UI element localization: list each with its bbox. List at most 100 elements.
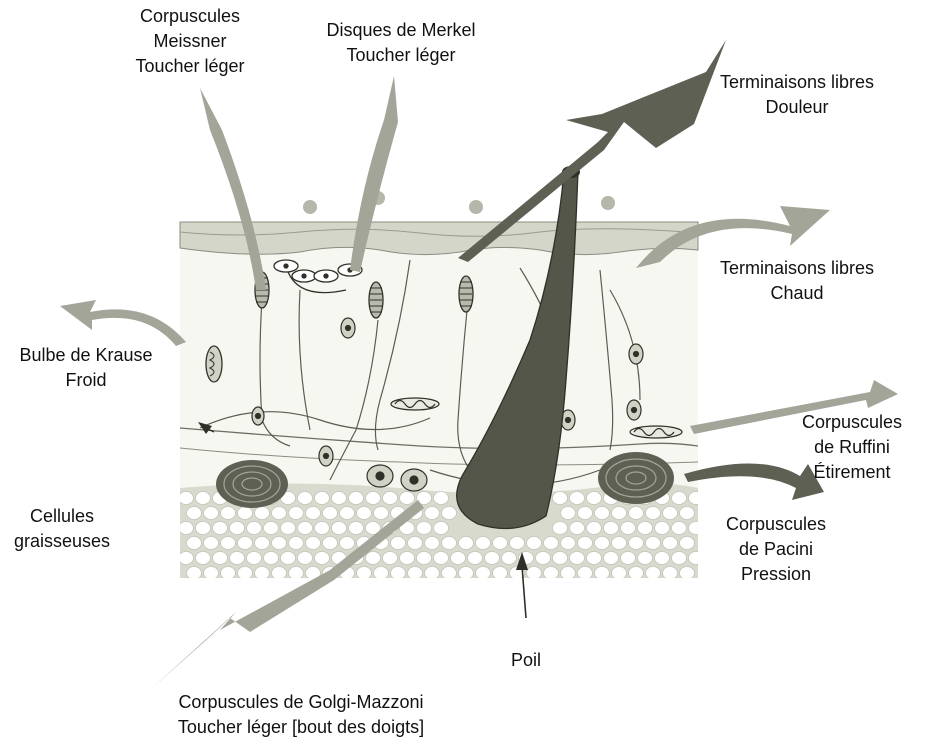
fat-cell [595, 507, 610, 520]
fat-cell [255, 567, 270, 580]
fat-cell [459, 567, 474, 580]
fat-cell [221, 507, 236, 520]
fat-cell [595, 567, 610, 580]
fat-cell [595, 537, 610, 550]
fat-cell [604, 522, 619, 535]
fat-cell [417, 552, 432, 565]
fat-cell [570, 552, 585, 565]
fat-cell [638, 552, 653, 565]
fat-cell [561, 507, 576, 520]
fat-cell [230, 522, 245, 535]
fat-cell [400, 552, 415, 565]
fat-cell [655, 522, 670, 535]
fat-cell [629, 537, 644, 550]
fat-cell [629, 507, 644, 520]
fat-cell [315, 522, 330, 535]
fat-cell [680, 507, 695, 520]
fat-cell [663, 537, 678, 550]
fat-cell [196, 552, 211, 565]
fat-cell [357, 567, 372, 580]
fat-cell [204, 507, 219, 520]
fat-cell [374, 507, 389, 520]
fat-cell [425, 507, 440, 520]
fat-cell [383, 552, 398, 565]
fat-cell [281, 552, 296, 565]
fat-cell [315, 552, 330, 565]
label-ruffini: Corpuscules de Ruffini Étirement [782, 410, 922, 485]
fat-cell [476, 537, 491, 550]
fat-cell [672, 492, 687, 505]
fat-cell [646, 567, 661, 580]
fat-cell [391, 537, 406, 550]
fat-cell [349, 522, 364, 535]
fat-cell [434, 492, 449, 505]
fat-cell [553, 492, 568, 505]
label-golgi: Corpuscules de Golgi-Mazzoni Toucher lég… [148, 690, 454, 740]
fat-cell [408, 537, 423, 550]
fat-cell [621, 522, 636, 535]
fat-cell [340, 507, 355, 520]
fat-cell [281, 522, 296, 535]
fat-cell [459, 537, 474, 550]
fat-cell [332, 492, 347, 505]
fat-cell [289, 537, 304, 550]
fat-cell [255, 507, 270, 520]
fat-cell [408, 567, 423, 580]
fat-cell [502, 552, 517, 565]
fat-cell [468, 552, 483, 565]
fat-cell [663, 507, 678, 520]
fat-cell [587, 522, 602, 535]
fat-cell [238, 567, 253, 580]
fat-cell [383, 492, 398, 505]
label-fat-cells: Cellules graisseuses [0, 504, 124, 554]
fat-cell [247, 522, 262, 535]
meissner-corpuscle [369, 282, 383, 318]
fat-cell [553, 522, 568, 535]
label-meissner: Corpuscules Meissner Toucher léger [128, 4, 252, 79]
fat-cell [638, 522, 653, 535]
ruffini-corpuscle [391, 398, 439, 410]
arrow-krause [60, 300, 186, 346]
fat-cell [238, 537, 253, 550]
fat-cell [689, 522, 704, 535]
fat-cell [451, 552, 466, 565]
fat-cell [391, 567, 406, 580]
fat-cell [187, 507, 202, 520]
fat-cell [689, 552, 704, 565]
fat-cell [349, 492, 364, 505]
fat-cell [553, 552, 568, 565]
fat-cell [366, 492, 381, 505]
fat-cell [425, 567, 440, 580]
fat-cell [221, 567, 236, 580]
fat-cell [612, 567, 627, 580]
fat-cell [629, 567, 644, 580]
fat-cell [587, 552, 602, 565]
fat-cell [578, 567, 593, 580]
fat-cell [315, 492, 330, 505]
label-krause: Bulbe de Krause Froid [2, 343, 170, 393]
fat-cell [672, 552, 687, 565]
label-merkel: Disques de Merkel Toucher léger [306, 18, 496, 68]
fat-cell [544, 567, 559, 580]
fat-cell [570, 522, 585, 535]
fat-cell [442, 567, 457, 580]
skin-tissue [179, 166, 704, 580]
fat-cell [587, 492, 602, 505]
fat-cell [255, 537, 270, 550]
fat-cell [561, 537, 576, 550]
fat-cell [272, 567, 287, 580]
fat-cell [196, 522, 211, 535]
fat-cell [298, 492, 313, 505]
fat-cell [570, 492, 585, 505]
fat-cell [366, 552, 381, 565]
fat-cell [323, 537, 338, 550]
fat-cell [434, 522, 449, 535]
surface-dot [303, 200, 317, 214]
fat-cell [332, 522, 347, 535]
krause-bulb [206, 346, 222, 382]
fat-cell [247, 552, 262, 565]
fat-cell [578, 537, 593, 550]
fat-cell [646, 537, 661, 550]
ruffini-corpuscle [630, 426, 682, 438]
fat-cell [612, 507, 627, 520]
